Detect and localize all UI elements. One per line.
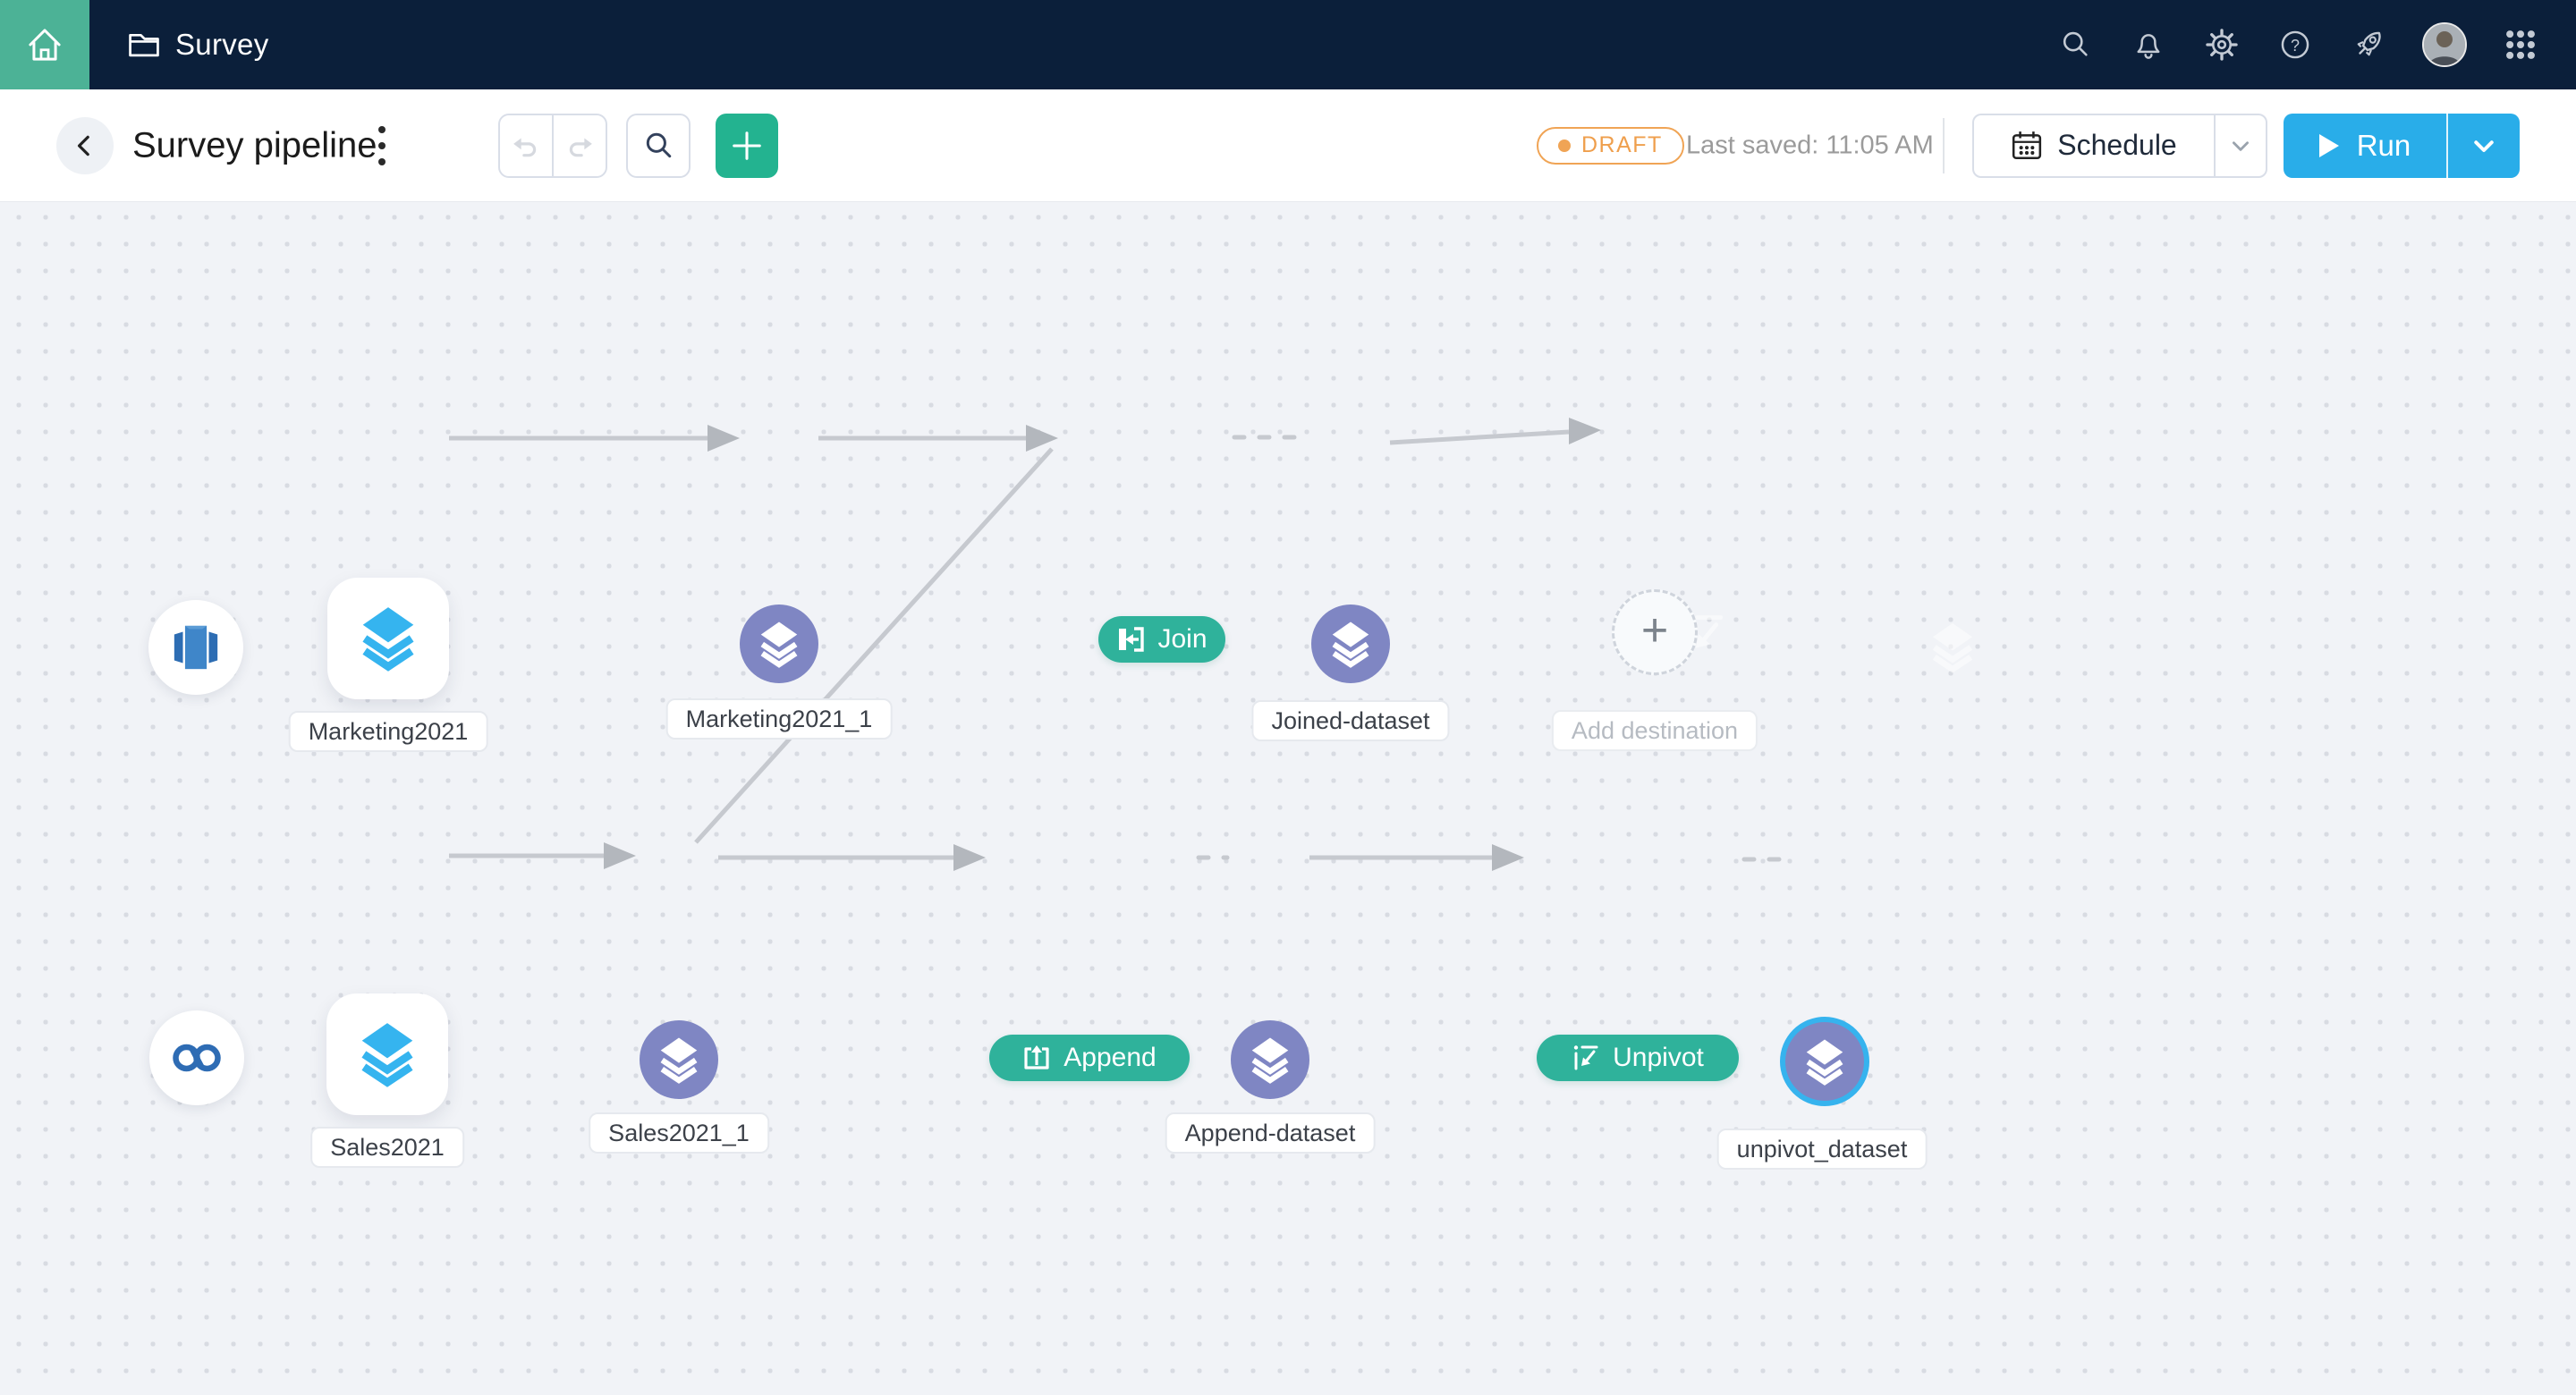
schedule-label: Schedule xyxy=(2057,129,2177,161)
dataset-node-marketing2021-1[interactable] xyxy=(740,604,818,683)
user-avatar[interactable] xyxy=(2422,22,2467,67)
chevron-left-icon xyxy=(77,135,89,156)
node-label-unpivot-dataset[interactable]: unpivot_dataset xyxy=(1716,1129,1928,1170)
add-destination-node[interactable]: + xyxy=(1612,589,1698,675)
pipeline-toolbar: Survey pipeline xyxy=(0,89,2576,202)
run-label: Run xyxy=(2356,128,2411,162)
redo-icon xyxy=(569,137,592,156)
dataset-layers-icon xyxy=(1806,1039,1843,1086)
transform-node-unpivot[interactable]: Unpivot xyxy=(1537,1035,1739,1081)
navbar-actions: ? xyxy=(2055,0,2540,89)
chevron-down-icon xyxy=(2233,140,2249,151)
ghost-dataset-icon xyxy=(1932,623,1973,673)
search-icon xyxy=(646,132,672,157)
help-icon[interactable]: ? xyxy=(2275,25,2315,64)
node-label-add-destination[interactable]: Add destination xyxy=(1551,710,1758,751)
dataset-layers-icon xyxy=(760,621,798,668)
back-button[interactable] xyxy=(56,116,114,174)
search-icon[interactable] xyxy=(2055,25,2095,64)
toolbar-divider xyxy=(1943,117,1945,173)
canvas-search-button[interactable] xyxy=(626,113,691,178)
plus-icon: + xyxy=(1640,604,1669,656)
home-button[interactable] xyxy=(0,0,89,89)
dataset-layers-icon xyxy=(361,1023,413,1087)
undo-button[interactable] xyxy=(500,114,554,176)
transform-node-join[interactable]: Join xyxy=(1098,616,1225,663)
dataset-node-joined-dataset[interactable] xyxy=(1311,604,1390,683)
append-icon xyxy=(1024,1045,1049,1070)
source-node-redshift[interactable] xyxy=(148,600,243,695)
schedule-button[interactable]: Schedule xyxy=(1974,115,2214,176)
pipeline-canvas[interactable]: Marketing2021 Marketing2021_1 Join xyxy=(0,202,2576,1395)
page-title: Survey pipeline xyxy=(132,125,377,165)
dataset-layers-icon xyxy=(1332,621,1369,668)
run-dropdown-button[interactable] xyxy=(2446,113,2520,178)
dataset-layers-icon xyxy=(660,1037,698,1084)
pipeline-options-kebab-menu[interactable] xyxy=(369,121,395,171)
dataset-node-marketing2021[interactable] xyxy=(327,578,449,699)
run-split-button: Run xyxy=(2284,113,2520,178)
redo-button[interactable] xyxy=(554,115,606,176)
dataset-layers-icon xyxy=(1251,1037,1289,1084)
dataset-node-sales2021-1[interactable] xyxy=(640,1020,718,1099)
transform-label: Append xyxy=(1063,1043,1157,1072)
dataset-node-sales2021[interactable] xyxy=(326,993,448,1115)
undo-icon xyxy=(513,137,537,156)
calendar-icon xyxy=(2012,131,2042,159)
unpivot-icon xyxy=(1573,1045,1598,1070)
add-node-button[interactable] xyxy=(716,113,778,178)
node-label-sales2021[interactable]: Sales2021 xyxy=(310,1127,464,1168)
schedule-dropdown-button[interactable] xyxy=(2214,114,2266,176)
transform-label: Join xyxy=(1157,624,1208,654)
join-icon xyxy=(1119,627,1145,652)
transform-label: Unpivot xyxy=(1613,1043,1704,1072)
node-label-marketing2021-1[interactable]: Marketing2021_1 xyxy=(665,698,893,740)
dataset-node-unpivot-dataset[interactable] xyxy=(1785,1022,1864,1101)
notifications-icon[interactable] xyxy=(2129,25,2168,64)
node-label-marketing2021[interactable]: Marketing2021 xyxy=(288,711,488,752)
plus-icon xyxy=(733,131,761,160)
dataset-layers-icon xyxy=(362,607,414,672)
workspace-breadcrumb[interactable]: Survey xyxy=(127,28,269,62)
node-label-joined-dataset[interactable]: Joined-dataset xyxy=(1251,700,1450,741)
folder-icon xyxy=(129,33,159,57)
draft-dot xyxy=(1558,139,1571,152)
zoho-crm-icon xyxy=(173,1044,221,1072)
pipeline-edges xyxy=(449,418,1783,871)
settings-gear-icon[interactable] xyxy=(2202,25,2241,64)
play-icon xyxy=(2318,133,2339,157)
schedule-split-button: Schedule xyxy=(1972,113,2267,178)
svg-text:?: ? xyxy=(2291,37,2300,55)
home-icon xyxy=(29,29,61,61)
chevron-down-icon xyxy=(2474,140,2494,152)
status-badge: DRAFT xyxy=(1537,126,1684,165)
top-navbar: Survey xyxy=(0,0,2576,89)
node-label-append-dataset[interactable]: Append-dataset xyxy=(1165,1112,1376,1154)
undo-redo-group xyxy=(498,113,607,178)
apps-grid-icon[interactable] xyxy=(2501,25,2540,64)
redshift-icon xyxy=(174,625,218,670)
whats-new-rocket-icon[interactable] xyxy=(2349,25,2388,64)
dataset-node-append-dataset[interactable] xyxy=(1231,1020,1309,1099)
workspace-title: Survey xyxy=(175,28,269,61)
source-node-zoho-crm[interactable] xyxy=(149,1010,244,1105)
last-saved-text: Last saved: 11:05 AM xyxy=(1686,131,1934,159)
node-label-sales2021-1[interactable]: Sales2021_1 xyxy=(589,1112,769,1154)
run-button[interactable]: Run xyxy=(2284,114,2446,178)
transform-node-append[interactable]: Append xyxy=(989,1035,1190,1081)
